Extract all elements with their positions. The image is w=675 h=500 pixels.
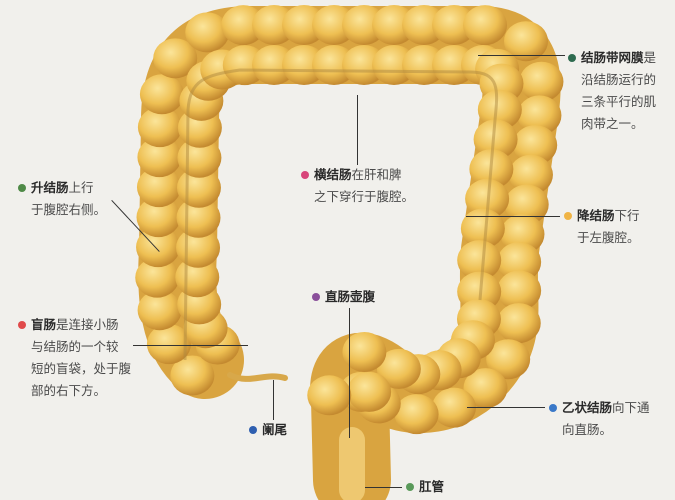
haustrum (496, 303, 541, 344)
haustrum (508, 154, 553, 195)
bullet-icon (312, 293, 320, 301)
bullet-icon (564, 212, 572, 220)
haustrum (153, 38, 198, 79)
leader-ampulla (349, 308, 350, 438)
haustrum (517, 95, 562, 136)
label-descending: 降结肠下行 于左腹腔。 (564, 205, 640, 249)
label-appendix: 阑尾 (249, 419, 287, 441)
haustrum (146, 324, 191, 365)
taenia-band (183, 68, 499, 361)
label-ascending: 升结肠上行 于腹腔右侧。 (18, 177, 106, 221)
haustrum (457, 240, 502, 281)
haustrum (519, 61, 564, 102)
leader-anal (365, 487, 402, 488)
haustrum (477, 89, 522, 130)
label-ampulla: 直肠壶腹 (312, 286, 375, 308)
haustrum (473, 119, 518, 160)
haustra (135, 5, 564, 435)
haustrum (504, 184, 549, 225)
haustrum (137, 137, 182, 178)
haustrum (463, 368, 508, 409)
bullet-icon (549, 404, 557, 412)
haustrum (135, 257, 180, 298)
haustrum (185, 12, 230, 53)
label-taenia: 结肠带网膜是 沿结肠运行的 三条平行的肌 肉带之一。 (568, 47, 656, 135)
bullet-icon (568, 54, 576, 62)
haustrum (432, 5, 477, 45)
leader-sigmoid (467, 407, 545, 408)
bullet-icon (249, 426, 257, 434)
haustrum (497, 270, 542, 311)
label-transverse: 横结肠在肝和脾 之下穿行于腹腔。 (301, 164, 414, 208)
label-sigmoid: 乙状结肠向下通 向直肠。 (549, 397, 650, 441)
haustrum (137, 107, 182, 148)
haustrum (221, 5, 266, 46)
leader-appendix (273, 380, 274, 420)
bullet-icon (18, 321, 26, 329)
haustrum (431, 387, 476, 428)
haustrum (307, 375, 352, 416)
bullet-icon (18, 184, 26, 192)
haustrum (504, 21, 549, 62)
haustrum (497, 242, 542, 283)
bullet-icon (406, 483, 414, 491)
haustrum (170, 355, 215, 396)
haustrum (513, 125, 558, 166)
bullet-icon (301, 171, 309, 179)
label-anal: 肛管 (406, 476, 444, 498)
haustrum (139, 74, 184, 115)
appendix (227, 372, 288, 382)
haustrum (460, 208, 505, 249)
haustrum (342, 331, 387, 372)
leader-cecum (133, 345, 248, 346)
haustrum (136, 197, 181, 238)
label-cecum: 盲肠是连接小肠 与结肠的一个较 短的盲袋，处于腹 部的右下方。 (18, 314, 131, 402)
leader-transverse (357, 95, 358, 165)
haustrum (136, 167, 181, 208)
haustrum (486, 339, 531, 380)
haustrum (137, 290, 182, 331)
leader-descending (466, 216, 560, 217)
haustrum (376, 348, 421, 389)
leader-taenia (478, 55, 565, 56)
haustrum (347, 371, 392, 412)
haustrum (394, 394, 439, 435)
haustrum (463, 5, 508, 46)
